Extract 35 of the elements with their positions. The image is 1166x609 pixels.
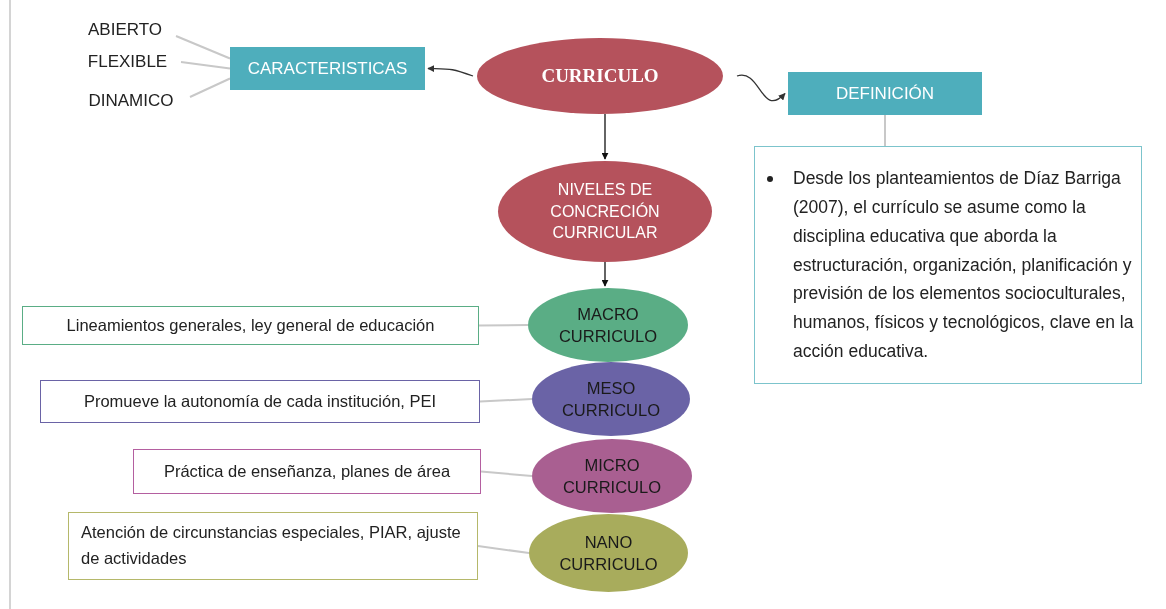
connector-line bbox=[189, 77, 231, 98]
trait-label: FLEXIBLE bbox=[80, 50, 175, 74]
node-label: NANO CURRICULO bbox=[558, 531, 659, 575]
description-text: Promueve la autonomía de cada institución, PEI bbox=[83, 390, 437, 412]
trait-label: ABIERTO bbox=[80, 18, 170, 42]
heading-box bbox=[788, 72, 982, 115]
box-label: CARACTERISTICAS bbox=[247, 58, 408, 79]
node-label: MACRO CURRICULO bbox=[557, 303, 659, 347]
arrow bbox=[601, 113, 609, 160]
connector-line bbox=[478, 324, 529, 327]
node-label: NIVELES DE CONCRECIÓN CURRICULAR bbox=[549, 180, 661, 244]
box-label: DEFINICIÓN bbox=[835, 83, 935, 104]
description-box bbox=[40, 380, 480, 423]
description-box bbox=[68, 512, 478, 580]
description-text: Lineamientos generales, ley general de educación bbox=[66, 314, 435, 336]
connector-line bbox=[180, 61, 231, 70]
connector-line bbox=[884, 114, 886, 147]
description-box bbox=[133, 449, 481, 494]
heading-box bbox=[230, 47, 425, 90]
description-text: Práctica de enseñanza, planes de área bbox=[163, 460, 451, 482]
arrow bbox=[427, 65, 474, 77]
bullet-text: Desde los planteamientos de Díaz Barriga (2007), el currículo se asume como la disciplina educativa que aborda la estructuración, organización, planificación y previsión de los elementos socioculturales, humanos, físicos y tecnológicos, clave en la acción educativa. bbox=[793, 166, 1135, 364]
trait-label: DINAMICO bbox=[78, 89, 184, 113]
node-label: MICRO CURRICULO bbox=[561, 454, 663, 498]
connector-line bbox=[477, 545, 530, 554]
description-text: Atención de circunstancias especiales, PIAR, ajuste de actividades bbox=[81, 522, 462, 569]
connector-line bbox=[479, 398, 533, 403]
connector-line bbox=[480, 470, 533, 477]
description-box bbox=[22, 306, 479, 345]
definition-box bbox=[754, 146, 1142, 384]
node-label: MESO CURRICULO bbox=[560, 377, 662, 421]
arrow bbox=[736, 74, 786, 102]
arrow bbox=[601, 261, 609, 287]
connector-line bbox=[175, 35, 231, 60]
node-label: CURRICULO bbox=[541, 64, 659, 89]
